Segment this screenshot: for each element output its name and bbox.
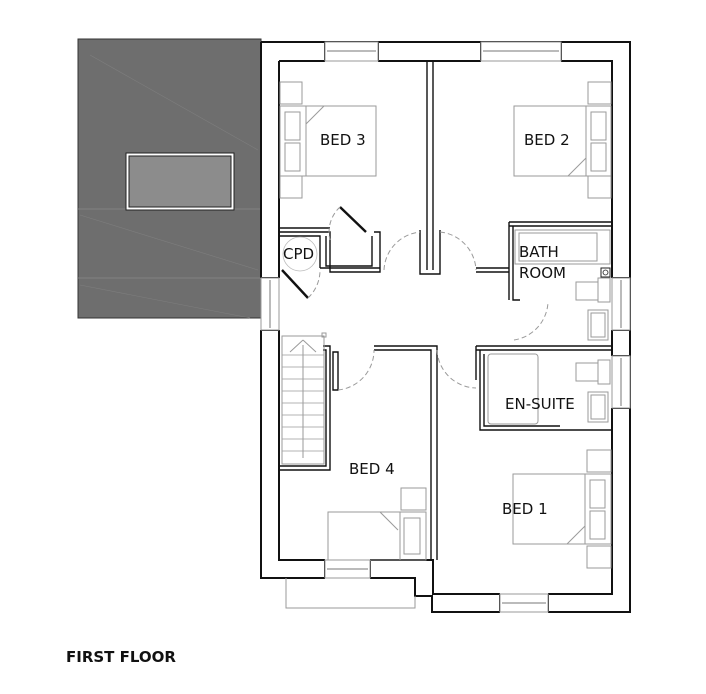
outer-walls [260, 41, 631, 613]
label-bed1: BED 1 [502, 500, 548, 518]
doors [281, 206, 549, 391]
label-bed3: BED 3 [320, 131, 366, 149]
roof-area [77, 38, 262, 319]
label-bed4: BED 4 [349, 460, 395, 478]
bed2-furniture [513, 81, 612, 199]
staircase [281, 332, 327, 465]
bed3-furniture [279, 81, 377, 199]
label-bed2: BED 2 [524, 131, 570, 149]
bed4-furniture [327, 487, 427, 561]
internal-walls [279, 61, 612, 560]
label-bathroom-line2: ROOM [519, 264, 566, 282]
bed1-furniture [512, 449, 612, 569]
label-ensuite: EN-SUITE [505, 395, 575, 413]
bathroom-fixtures [514, 229, 611, 341]
label-bathroom-line1: BATH [519, 243, 559, 261]
windows [260, 41, 631, 613]
ensuite-fixtures [487, 353, 611, 425]
label-cpd: CPD [283, 245, 314, 263]
rooflight [125, 152, 235, 211]
room-labels: BED 3 BED 2 CPD BATH ROOM EN-SUITE BED 4… [282, 131, 575, 518]
floor-title: FIRST FLOOR [66, 648, 176, 666]
